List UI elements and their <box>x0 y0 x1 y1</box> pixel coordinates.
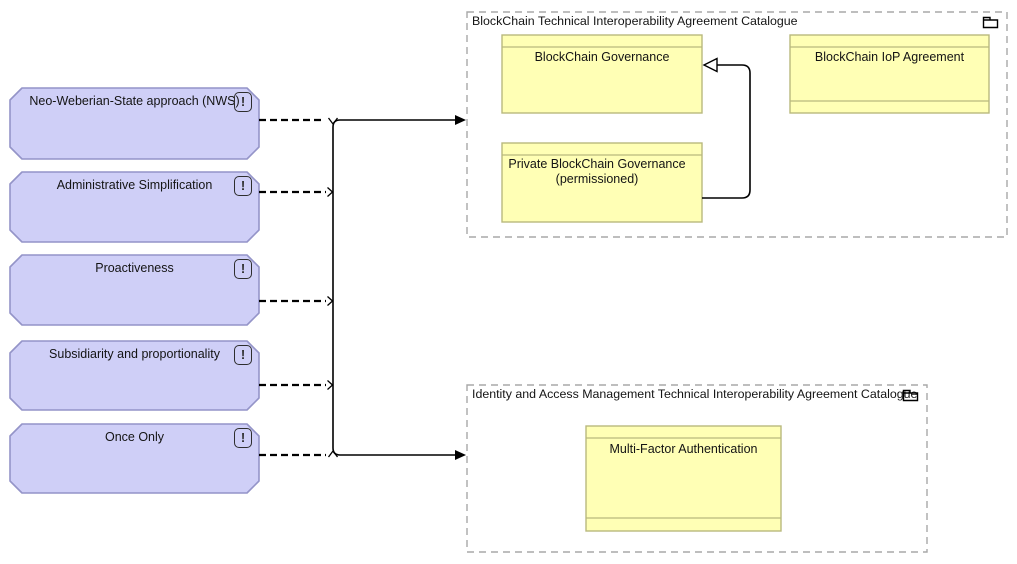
specialization-triangle-arrowhead <box>702 57 718 73</box>
contract-label: Multi-Factor Authentication <box>609 442 758 456</box>
principle-shape-administrative-simplification[interactable] <box>9 171 260 243</box>
principle-label: Subsidiarity and proportionality <box>49 347 220 361</box>
principle-node-subsidiarity[interactable]: Subsidiarity and proportionality ! <box>10 341 259 410</box>
group-frame-blockchain-catalogue[interactable] <box>466 11 1008 238</box>
folder-icon <box>902 389 919 402</box>
arrowhead-to-blockchain-catalogue <box>455 115 466 125</box>
contract-node-private-blockchain-governance[interactable]: Private BlockChain Governance (permissio… <box>502 143 702 187</box>
contract-shape-private-blockchain-governance[interactable] <box>501 142 703 223</box>
contract-node-multi-factor-authentication[interactable]: Multi-Factor Authentication <box>586 426 781 457</box>
principle-label: Proactiveness <box>95 261 174 275</box>
principle-label: Administrative Simplification <box>56 178 213 192</box>
principle-exclamation-icon: ! <box>234 92 252 112</box>
principle-shape-proactiveness[interactable] <box>9 254 260 326</box>
contract-node-blockchain-governance[interactable]: BlockChain Governance <box>502 35 702 65</box>
principle-shape-once-only[interactable] <box>9 423 260 494</box>
arrowhead-to-iam-catalogue <box>455 450 466 460</box>
contract-label: Private BlockChain Governance (permissio… <box>508 157 686 186</box>
contract-label: BlockChain Governance <box>534 50 670 64</box>
principle-node-nws[interactable]: Neo-Weberian-State approach (NWS) ! <box>10 88 259 159</box>
principle-label: Neo-Weberian-State approach (NWS) <box>29 94 240 108</box>
contract-shape-blockchain-governance[interactable] <box>501 34 703 114</box>
contract-label: BlockChain IoP Agreement <box>814 50 965 64</box>
folder-icon <box>982 16 999 29</box>
principle-exclamation-icon: ! <box>234 176 252 196</box>
group-title: BlockChain Technical Interoperability Ag… <box>472 14 798 28</box>
connector-trunk[interactable] <box>332 119 456 456</box>
principle-exclamation-icon: ! <box>234 345 252 365</box>
principle-shape-nws[interactable] <box>9 87 260 160</box>
group-title: Identity and Access Management Technical… <box>472 387 918 401</box>
contract-node-blockchain-iop-agreement[interactable]: BlockChain IoP Agreement <box>790 35 989 65</box>
group-frame-iam-catalogue[interactable] <box>466 384 928 553</box>
principle-exclamation-icon: ! <box>234 428 252 448</box>
principle-label: Once Only <box>104 430 165 444</box>
principle-node-administrative-simplification[interactable]: Administrative Simplification ! <box>10 172 259 242</box>
group-header-iam-catalogue[interactable]: Identity and Access Management Technical… <box>467 385 927 407</box>
group-header-blockchain-catalogue[interactable]: BlockChain Technical Interoperability Ag… <box>467 12 1007 34</box>
specialization-private-to-governance[interactable] <box>702 64 751 199</box>
contract-shape-multi-factor-authentication[interactable] <box>585 425 782 532</box>
principle-exclamation-icon: ! <box>234 259 252 279</box>
contract-shape-blockchain-iop-agreement[interactable] <box>789 34 990 114</box>
principle-node-proactiveness[interactable]: Proactiveness ! <box>10 255 259 325</box>
principle-node-once-only[interactable]: Once Only ! <box>10 424 259 493</box>
principle-shape-subsidiarity[interactable] <box>9 340 260 411</box>
